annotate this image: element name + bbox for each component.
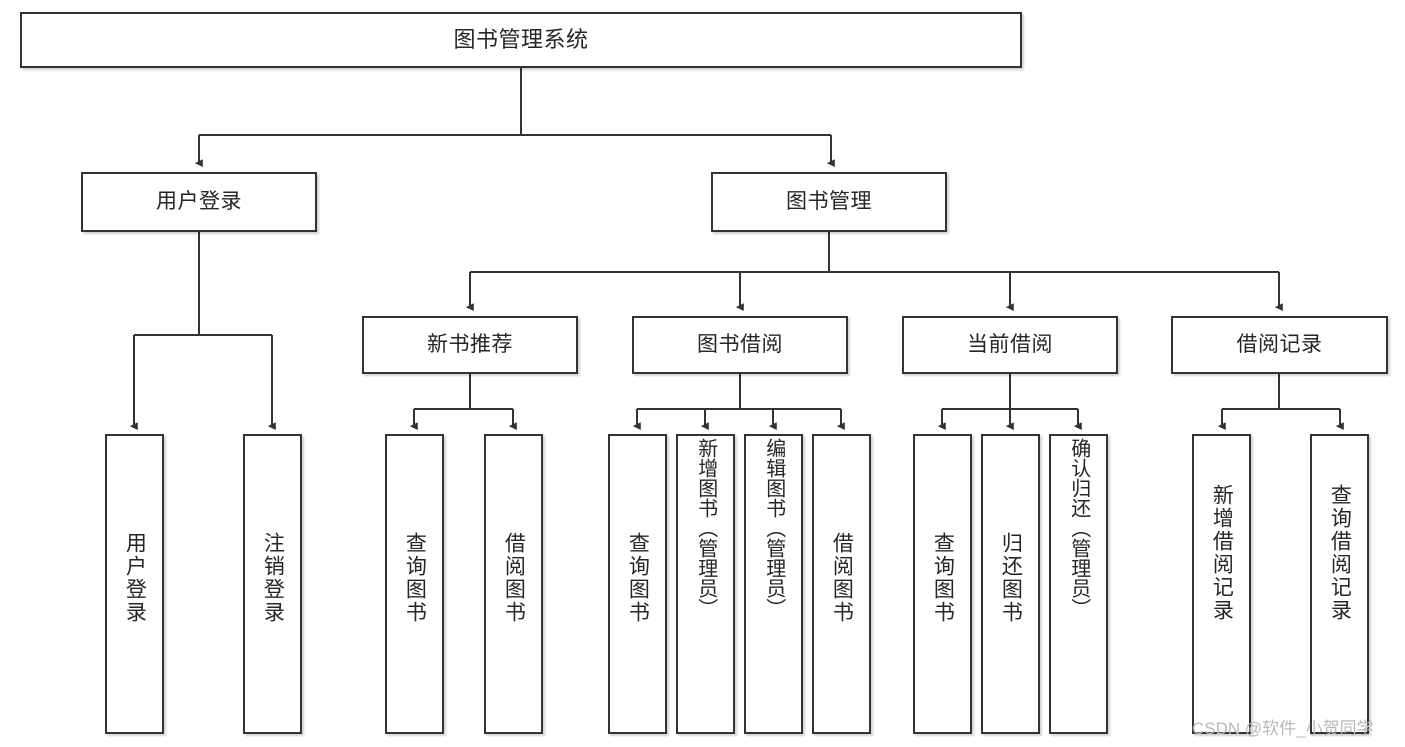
node-label: 用户登录 bbox=[123, 532, 147, 624]
leaf-current-borrow-confirm-return[interactable]: 确认归还（管理员） bbox=[1049, 434, 1108, 734]
node-label: 归还图书 bbox=[999, 532, 1023, 624]
leaf-user-login-login[interactable]: 用户登录 bbox=[105, 434, 164, 734]
node-label: 新增借阅记录 bbox=[1210, 484, 1234, 622]
leaf-new-book-query[interactable]: 查询图书 bbox=[385, 434, 444, 734]
leaf-new-book-borrow[interactable]: 借阅图书 bbox=[484, 434, 543, 734]
csdn-watermark: CSDN @软件_小贺同学 bbox=[1192, 719, 1374, 738]
node-label: 注销登录 bbox=[261, 532, 285, 624]
node-user-login[interactable]: 用户登录 bbox=[81, 172, 317, 232]
node-label: 当前借阅 bbox=[967, 333, 1053, 357]
node-label: 用户登录 bbox=[156, 190, 242, 214]
node-label: 查询借阅记录 bbox=[1328, 484, 1352, 622]
node-label: 借阅图书 bbox=[502, 532, 526, 624]
leaf-current-borrow-query[interactable]: 查询图书 bbox=[913, 434, 972, 734]
node-borrow-record[interactable]: 借阅记录 bbox=[1171, 316, 1388, 374]
node-root-system[interactable]: 图书管理系统 bbox=[20, 12, 1022, 68]
node-new-book-recommend[interactable]: 新书推荐 bbox=[362, 316, 578, 374]
leaf-book-borrow-add[interactable]: 新增图书（管理员） bbox=[676, 434, 735, 734]
leaf-current-borrow-return[interactable]: 归还图书 bbox=[981, 434, 1040, 734]
leaf-user-login-logout[interactable]: 注销登录 bbox=[243, 434, 302, 734]
node-label: 图书借阅 bbox=[697, 333, 783, 357]
node-label: 借阅图书 bbox=[830, 532, 854, 624]
node-label: 查询图书 bbox=[626, 532, 650, 624]
leaf-borrow-record-query[interactable]: 查询借阅记录 bbox=[1310, 434, 1369, 734]
leaf-book-borrow-edit[interactable]: 编辑图书（管理员） bbox=[744, 434, 803, 734]
node-label: 新增图书（管理员） bbox=[694, 438, 717, 618]
node-label: 查询图书 bbox=[403, 532, 427, 624]
node-label: 图书管理 bbox=[786, 190, 872, 214]
node-label: 编辑图书（管理员） bbox=[762, 438, 785, 618]
node-label: 借阅记录 bbox=[1236, 333, 1323, 357]
leaf-book-borrow-borrow[interactable]: 借阅图书 bbox=[812, 434, 871, 734]
node-book-management[interactable]: 图书管理 bbox=[711, 172, 947, 232]
node-label: 确认归还（管理员） bbox=[1067, 438, 1090, 618]
node-label: 新书推荐 bbox=[427, 333, 513, 357]
leaf-book-borrow-query[interactable]: 查询图书 bbox=[608, 434, 667, 734]
node-current-borrow[interactable]: 当前借阅 bbox=[902, 316, 1118, 374]
leaf-borrow-record-add[interactable]: 新增借阅记录 bbox=[1192, 434, 1251, 734]
node-label: 查询图书 bbox=[931, 532, 955, 624]
node-label: 图书管理系统 bbox=[453, 26, 589, 52]
node-book-borrow[interactable]: 图书借阅 bbox=[632, 316, 848, 374]
